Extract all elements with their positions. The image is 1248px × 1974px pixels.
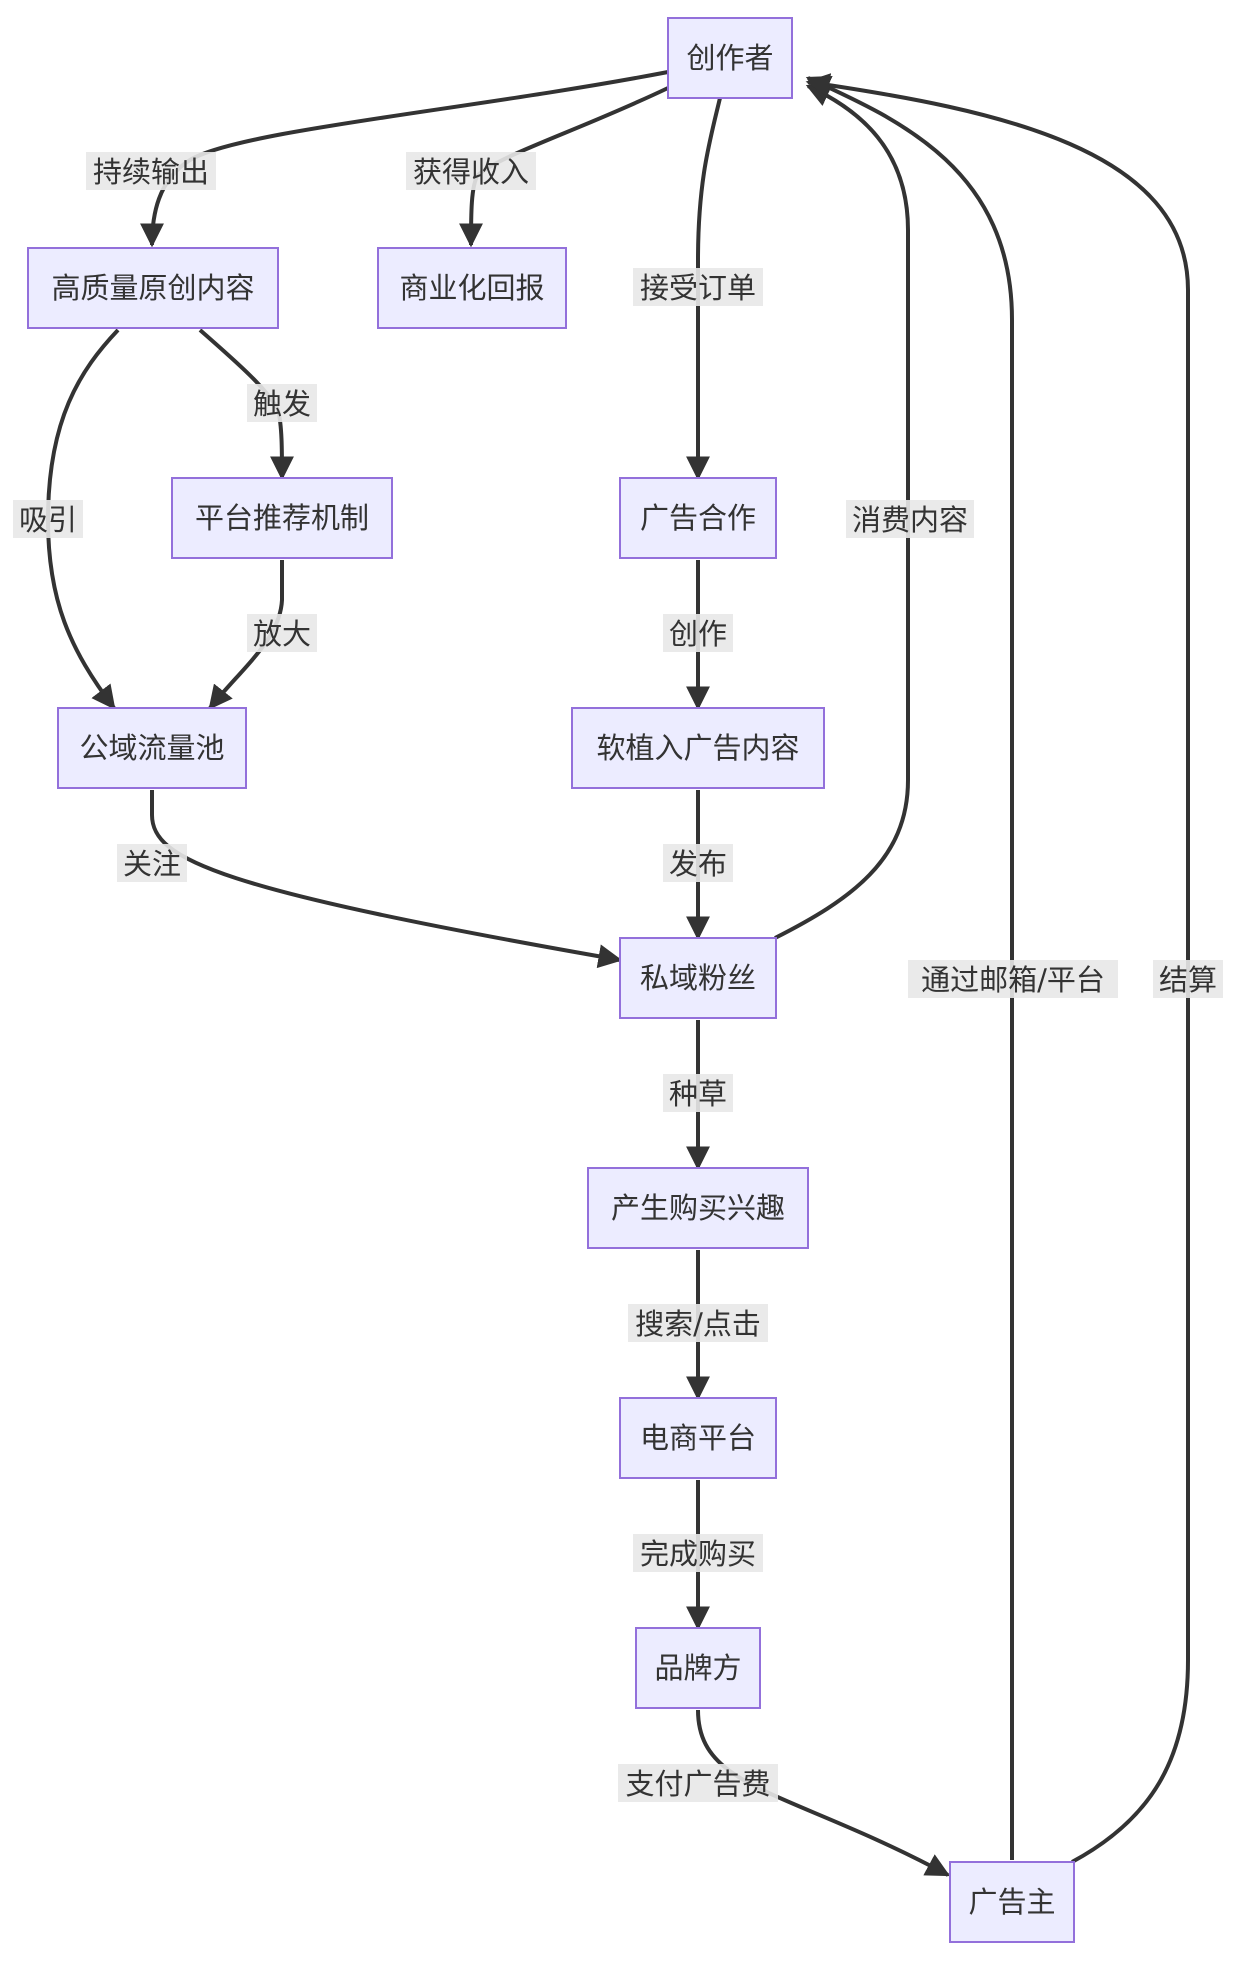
edge-adv-creator-settle [805,73,1190,1864]
svg-text:平台推荐机制: 平台推荐机制 [195,501,369,535]
svg-text:放大: 放大 [253,617,311,651]
edge-label-adv-creator-channel: 通过邮箱/平台 [908,960,1118,998]
edge-adv-creator-channel [805,76,1014,1860]
svg-text:持续输出: 持续输出 [93,155,209,189]
edge-label-hq-rec: 触发 [247,384,317,422]
edge-label-fans-interest: 种草 [663,1074,733,1112]
node-purchase-interest: 产生购买兴趣 [587,1167,809,1249]
node-creator: 创作者 [667,17,793,99]
edge-label-creator-hq: 持续输出 [86,152,216,190]
svg-text:高质量原创内容: 高质量原创内容 [51,271,254,305]
svg-text:接受订单: 接受订单 [640,271,756,305]
svg-text:完成购买: 完成购买 [640,1537,756,1571]
svg-text:结算: 结算 [1159,963,1217,997]
edge-label-rec-pool: 放大 [247,614,317,652]
svg-text:消费内容: 消费内容 [852,503,968,537]
edge-label-ecom-brand: 完成购买 [633,1534,763,1572]
svg-text:关注: 关注 [123,847,181,881]
node-commercial-return: 商业化回报 [377,247,567,329]
node-advertiser: 广告主 [949,1861,1075,1943]
edge-label-creator-return: 获得收入 [406,152,536,190]
svg-text:电商平台: 电商平台 [640,1421,756,1455]
svg-text:搜索/点击: 搜索/点击 [635,1307,761,1341]
svg-text:触发: 触发 [253,387,311,421]
node-ad-coop: 广告合作 [619,477,777,559]
edge-creator-hq [140,70,669,248]
edge-label-brand-adv: 支付广告费 [618,1764,778,1802]
edge-label-interest-ecom: 搜索/点击 [628,1304,768,1342]
edge-label-hq-pool: 吸引 [13,500,83,538]
node-platform-rec: 平台推荐机制 [171,477,393,559]
svg-text:产生购买兴趣: 产生购买兴趣 [611,1191,785,1225]
svg-text:支付广告费: 支付广告费 [625,1767,770,1801]
edge-labels: 持续输出 获得收入 接受订单 触发 吸引 放大 创作 消费内容 [13,152,1223,1802]
svg-text:品牌方: 品牌方 [654,1651,741,1685]
svg-text:吸引: 吸引 [19,503,77,537]
edge-pool-fans [150,790,623,969]
node-brand: 品牌方 [635,1627,761,1709]
svg-text:通过邮箱/平台: 通过邮箱/平台 [921,963,1105,997]
node-soft-ad: 软植入广告内容 [571,707,825,789]
svg-text:创作: 创作 [669,617,727,651]
svg-text:公域流量池: 公域流量池 [79,731,224,765]
node-hq-content: 高质量原创内容 [27,247,279,329]
edge-creator-adcoop [686,97,722,481]
edge-label-adv-creator-settle: 结算 [1153,960,1223,998]
svg-text:商业化回报: 商业化回报 [399,271,544,305]
svg-text:广告主: 广告主 [968,1885,1055,1919]
edge-label-adcoop-soft: 创作 [663,614,733,652]
edge-label-pool-fans: 关注 [117,844,187,882]
nodes: 创作者 高质量原创内容 商业化回报 平台推荐机制 广告合作 公域流量池 软植入广… [27,17,1075,1943]
svg-text:广告合作: 广告合作 [640,501,756,535]
svg-text:软植入广告内容: 软植入广告内容 [596,731,799,765]
edge-label-soft-fans: 发布 [663,844,733,882]
node-public-pool: 公域流量池 [57,707,247,789]
svg-text:发布: 发布 [669,847,727,881]
svg-text:获得收入: 获得收入 [413,155,529,189]
svg-text:私域粉丝: 私域粉丝 [640,961,756,995]
node-private-fans: 私域粉丝 [619,937,777,1019]
edge-label-creator-adcoop: 接受订单 [633,268,763,306]
node-ecommerce: 电商平台 [619,1397,777,1479]
edge-fans-creator [774,84,910,940]
svg-text:创作者: 创作者 [686,41,773,75]
edge-label-fans-creator: 消费内容 [846,500,974,538]
svg-text:种草: 种草 [669,1077,727,1111]
